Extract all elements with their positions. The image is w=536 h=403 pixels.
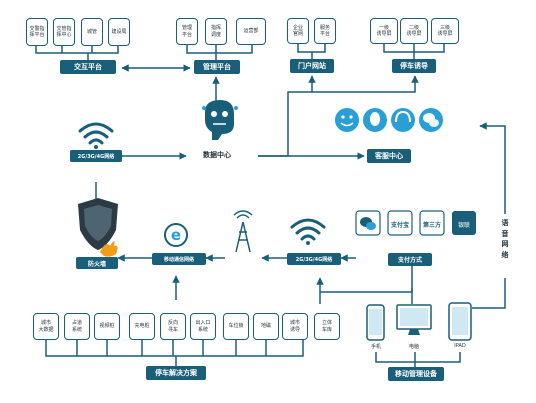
box-level1-guidance-screen: 一级 诱导屏	[370, 18, 398, 44]
flow-arrows	[95, 64, 506, 309]
box-city-big-data: 城市 大数据	[33, 313, 59, 340]
box-city-guidance: 城市 诱导	[282, 313, 308, 340]
label-alipay: 支付宝	[390, 222, 409, 229]
box-enterprise-site: 企业 官网	[287, 18, 309, 44]
label-computer: 电脑	[408, 344, 419, 350]
wifi-icon	[78, 122, 114, 149]
label-voice-network: 语音网络	[501, 219, 509, 259]
box-geomagnetic: 地磁	[253, 313, 279, 340]
label-third-party: 第三方	[422, 222, 441, 229]
box-charging-pile: 充电桩	[129, 313, 155, 340]
bottom-connectors	[45, 340, 461, 367]
label-ipad: IPAD	[454, 343, 466, 349]
arrow-voice-service	[479, 122, 506, 214]
robot-head-icon	[202, 100, 238, 140]
box-parking-lock: 车位锁	[223, 313, 249, 340]
line-devices-voice	[472, 300, 506, 309]
line-devices-payment	[320, 266, 413, 293]
box-roadside-system: 占道 系统	[64, 313, 90, 340]
e-network-icon: e	[164, 223, 188, 247]
bar-mobile-management-devices: 移动管理设备	[388, 367, 444, 381]
box-level2-guidance-screen: 二级 诱导屏	[400, 18, 428, 44]
bar-management-platform: 管理平台	[194, 60, 240, 74]
bar-parking-solution: 停车解决方案	[146, 366, 206, 380]
bar-customer-service-center: 客服中心	[367, 149, 411, 163]
bar-network-2g3g4g-top: 2G/3G/4G网络	[70, 150, 122, 162]
bar-portal-website[interactable]: 门户网站	[290, 59, 334, 73]
box-entrance-system: 出入口 系统	[190, 313, 216, 340]
customer-service-icons	[335, 108, 443, 132]
box-traffic-command-platform: 交警指 挥平台	[26, 18, 48, 46]
box-level3-guidance-screen: 三级 诱导屏	[431, 18, 459, 44]
label-phone: 手机	[370, 344, 381, 350]
bar-network-2g3g4g-mid: 2G/3G/4G网络	[287, 253, 341, 265]
box-construction-bureau: 建设局	[108, 18, 130, 46]
box-video-pile: 视频桩	[94, 313, 120, 340]
label-data-center: 数据中心	[203, 151, 231, 159]
box-command-dispatch: 指挥 调度	[205, 18, 227, 45]
bar-firewall: 防火墙	[76, 257, 118, 269]
bar-mobile-comm-network: 移动通信网络	[152, 253, 206, 265]
antenna-tower-icon	[233, 210, 253, 253]
payment-icons	[355, 210, 476, 236]
device-icons	[366, 302, 472, 341]
box-management-platform: 管理 平台	[176, 18, 198, 45]
box-operations-dept: 运营部	[236, 18, 266, 45]
box-traffic-command-center: 交管指 挥中心	[53, 18, 75, 46]
box-reverse-car-search: 反向 寻车	[160, 313, 186, 340]
bar-payment-methods: 支付方式	[388, 253, 432, 266]
box-stereo-garage: 立体 车库	[314, 313, 340, 340]
firewall-shield-icon	[78, 198, 118, 257]
svg-text:e: e	[171, 226, 181, 244]
box-urban-management: 城管	[81, 18, 103, 46]
wifi-icon	[290, 218, 326, 245]
label-unionpay: 银联	[457, 222, 470, 229]
box-service-platform: 服务 平台	[314, 18, 336, 44]
top-connectors	[35, 44, 445, 60]
bar-interactive-platform: 交互平台	[60, 60, 116, 74]
bar-parking-guidance: 停车诱导	[392, 59, 436, 73]
